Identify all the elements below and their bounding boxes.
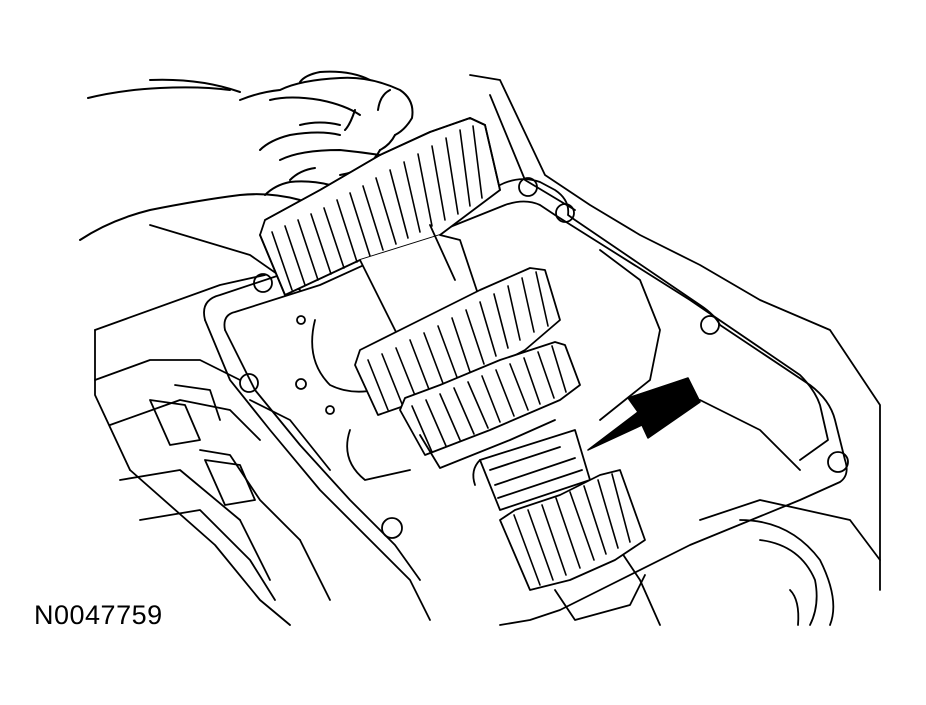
lower-helical-gear: [399, 341, 581, 469]
callout-arrow-icon: [587, 377, 701, 451]
figure-number: N0047759: [34, 600, 163, 630]
transmission-case: [94, 74, 881, 626]
large-helical-gear: [259, 117, 501, 296]
bottom-helical-gear: [499, 469, 646, 621]
case-flange: [203, 177, 849, 626]
hand: [79, 70, 414, 241]
case-cavity: [311, 249, 881, 626]
